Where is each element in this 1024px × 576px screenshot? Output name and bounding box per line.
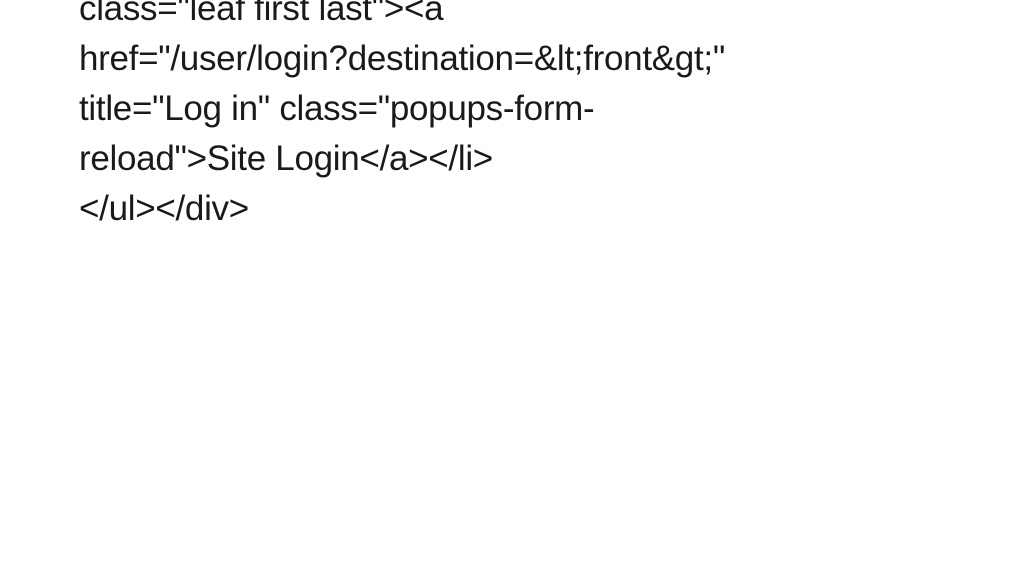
code-line-1: class="leaf first last"><a — [79, 0, 444, 28]
code-line-4: reload">Site Login</a></li> — [79, 139, 493, 178]
code-line-2: href="/user/login?destination=&lt;front&… — [79, 39, 725, 78]
code-text-block: class="leaf first last"><a href="/user/l… — [79, 0, 959, 234]
code-line-3: title="Log in" class="popups-form- — [79, 89, 595, 128]
code-line-5: </ul></div> — [79, 189, 249, 228]
